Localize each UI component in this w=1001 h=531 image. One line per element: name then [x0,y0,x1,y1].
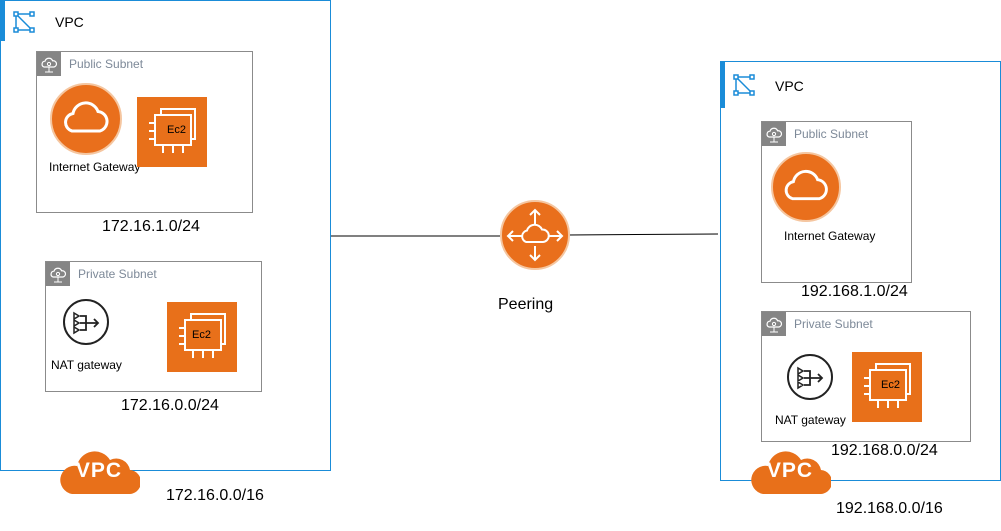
ec2-instance[interactable]: Ec2 [167,302,237,372]
right-public-subnet[interactable]: Public Subnet Internet Gateway [761,121,912,283]
ec2-chip-icon [149,108,196,153]
internet-gateway-icon [64,101,109,133]
nat-gateway-icon[interactable] [62,298,110,346]
vpc-accent-bar [721,62,725,108]
ec2-label: Ec2 [881,379,900,391]
right-public-subnet-cidr: 192.168.1.0/24 [801,283,908,300]
vpc-title: VPC [775,78,804,94]
ec2-instance[interactable]: Ec2 [137,97,207,167]
right-private-subnet-cidr: 192.168.0.0/24 [831,442,938,459]
ec2-chip-icon [179,313,226,358]
subnet-cloud-icon [762,312,786,336]
peering-router[interactable] [500,200,570,270]
subnet-label: Public Subnet [794,127,869,141]
left-public-subnet-cidr: 172.16.1.0/24 [102,218,200,235]
internet-gateway-icon [784,169,828,201]
right-peering-line [567,233,719,236]
vpc-icon [733,74,755,96]
subnet-label: Private Subnet [78,267,157,281]
vpc-badge-text: VPC [766,459,814,482]
vpc-title: VPC [55,14,84,30]
ec2-chip-icon [864,363,911,408]
left-private-subnet-cidr: 172.16.0.0/24 [121,397,219,414]
left-private-subnet[interactable]: Private Subnet NAT gateway Ec2 [45,261,262,392]
internet-gateway[interactable] [771,152,841,222]
internet-gateway-label: Internet Gateway [784,229,876,243]
nat-gateway-label: NAT gateway [775,413,846,427]
left-vpc[interactable]: VPC Public Subnet Internet Gateway Ec2 [0,0,331,471]
nat-gateway-icon[interactable] [786,353,834,401]
left-vpc-header: VPC [1,1,330,41]
vpc-accent-bar [1,1,5,41]
peering-label: Peering [498,296,554,313]
left-vpc-cidr: 172.16.0.0/16 [166,487,264,504]
subnet-cloud-icon [762,122,786,146]
peering-router-icon [506,208,564,262]
right-private-subnet[interactable]: Private Subnet NAT gateway Ec2 [761,311,971,442]
subnet-label: Private Subnet [794,317,873,331]
right-vpc-badge: VPC [749,440,833,495]
right-vpc-header: VPC [721,62,1000,108]
left-vpc-badge: VPC [58,440,142,495]
vpc-cloud-icon [60,451,142,495]
ec2-label: Ec2 [167,124,186,136]
subnet-label: Public Subnet [69,57,144,71]
right-vpc[interactable]: VPC Public Subnet Internet Gateway 192.1… [720,61,1001,481]
vpc-icon [13,11,35,33]
internet-gateway[interactable] [50,83,122,155]
left-public-subnet[interactable]: Public Subnet Internet Gateway Ec2 [36,51,253,213]
vpc-cloud-icon [751,451,833,495]
subnet-cloud-icon [46,262,70,286]
ec2-instance[interactable]: Ec2 [852,352,922,422]
subnet-cloud-icon [37,52,61,76]
vpc-badge-text: VPC [75,459,123,482]
internet-gateway-label: Internet Gateway [49,160,141,174]
ec2-label: Ec2 [192,329,211,341]
right-vpc-cidr: 192.168.0.0/16 [836,500,943,517]
nat-gateway-label: NAT gateway [51,358,122,372]
